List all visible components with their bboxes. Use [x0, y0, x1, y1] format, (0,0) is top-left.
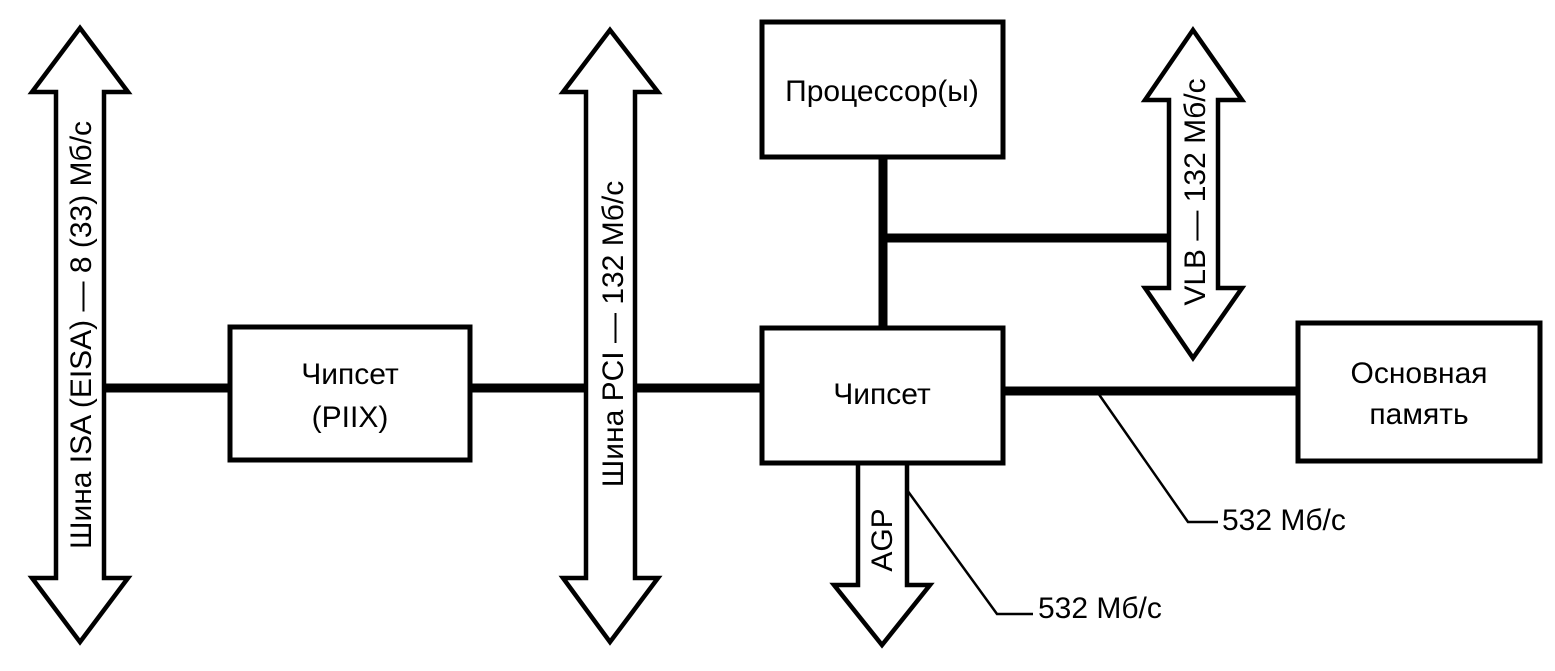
chipset-box: [759, 325, 1006, 466]
agp-speed-label: 532 Мб/с: [1038, 592, 1162, 625]
piix-chipset-label: Чипсет: [301, 358, 399, 391]
agp-label: AGP: [866, 508, 899, 571]
cpu-box: [759, 19, 1006, 160]
chipset-label: Чипсет: [833, 378, 931, 411]
piix-chipset-box: [227, 324, 473, 463]
isa-bus-label: Шина ISA (EISA) — 8 (33) Мб/с: [65, 121, 98, 549]
main-memory-sublabel: память: [1369, 398, 1468, 431]
agp-arrow: [829, 457, 935, 649]
memory-speed-label: 532 Мб/с: [1222, 504, 1346, 537]
vlb-bus-label: VLB — 132 Мб/с: [1179, 78, 1212, 305]
vlb-bus-arrow: [1140, 26, 1247, 362]
pci-bus-arrow: [558, 26, 663, 646]
main-memory-label: Основная: [1350, 357, 1487, 390]
piix-chipset-sublabel: (PIIX): [312, 401, 389, 434]
isa-bus-arrow: [27, 24, 133, 646]
memory-speed-leader: [1096, 392, 1218, 524]
agp-speed-leader: [905, 489, 1033, 616]
cpu-label: Процессор(ы): [785, 75, 979, 108]
main-memory-box: [1295, 320, 1543, 464]
pci-bus-label: Шина PCI — 132 Мб/с: [597, 181, 630, 487]
